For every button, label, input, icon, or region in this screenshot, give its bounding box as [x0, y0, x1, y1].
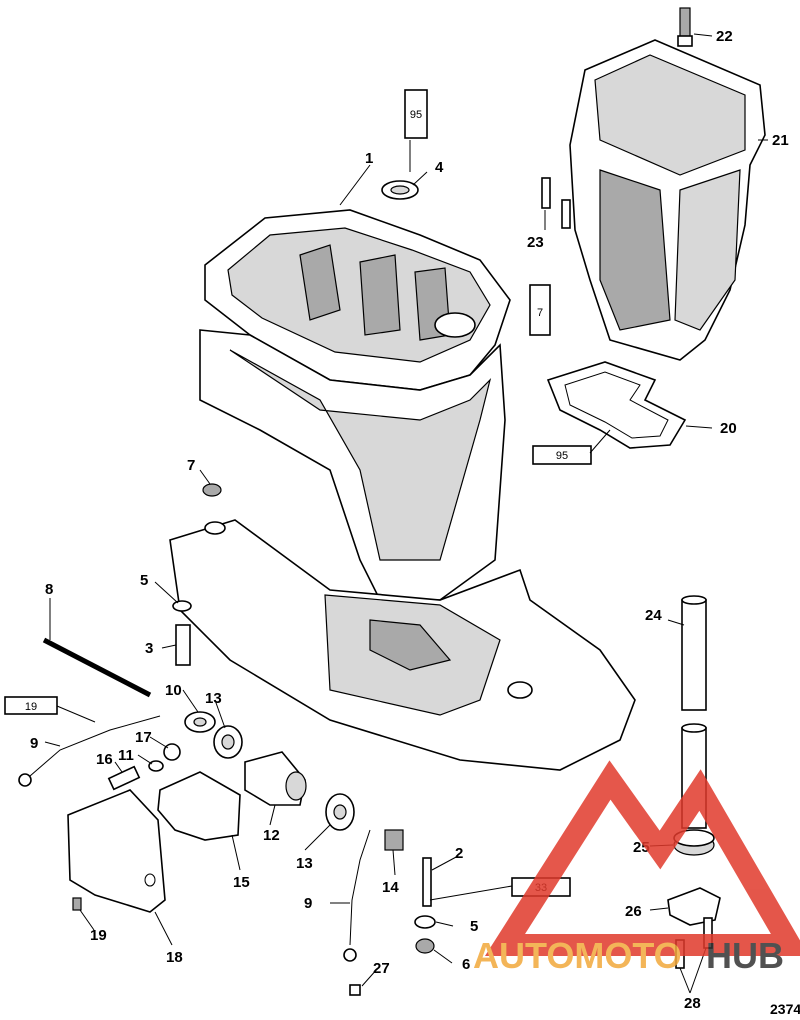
callout-15: 15: [233, 874, 250, 891]
watermark-triangle-icon: [484, 760, 800, 956]
callout-13b: 13: [296, 855, 313, 872]
callout-4: 4: [435, 159, 444, 176]
svg-text:AUTOMOTO: AUTOMOTO: [473, 935, 682, 976]
callout-26: 26: [625, 903, 642, 920]
callout-27: 27: [373, 960, 390, 977]
svg-text:95: 95: [556, 450, 568, 462]
callout-9a: 9: [30, 735, 38, 752]
gasket: [546, 361, 687, 449]
callout-21: 21: [772, 132, 789, 149]
callout-8: 8: [45, 581, 53, 598]
callouts: 1 4 22 21 23 20 7 8 5 3 10 13 9 17 11 16…: [30, 28, 789, 1012]
callout-17: 17: [135, 729, 152, 746]
callout-18: 18: [166, 949, 183, 966]
sealant-tube-95-mid: 95: [532, 445, 592, 465]
callout-11: 11: [118, 747, 134, 764]
callout-1: 1: [365, 150, 373, 167]
svg-text:95: 95: [410, 109, 422, 121]
sealant-tube-19: 19: [4, 696, 58, 715]
callout-20: 20: [720, 420, 737, 437]
callout-23: 23: [527, 234, 544, 251]
callout-13a: 13: [205, 690, 222, 707]
svg-text:HUB: HUB: [706, 935, 784, 976]
callout-3: 3: [145, 640, 153, 657]
figure-number: 2374: [770, 1001, 800, 1017]
watermark-logo: AUTOMOTO HUB: [473, 760, 800, 976]
callout-16: 16: [96, 751, 113, 768]
callout-7: 7: [187, 457, 195, 474]
callout-9b: 9: [304, 895, 312, 912]
callout-28: 28: [684, 995, 701, 1012]
sealant-tube-95-top: 95: [404, 89, 428, 139]
callout-10: 10: [165, 682, 182, 699]
svg-text:7: 7: [537, 307, 543, 319]
callout-24: 24: [645, 607, 662, 624]
callout-19: 19: [90, 927, 107, 944]
adapter-plate: [569, 39, 766, 361]
leader-lines: [44, 33, 768, 994]
callout-2: 2: [455, 845, 463, 862]
callout-22: 22: [716, 28, 733, 45]
small-parts: [18, 7, 721, 996]
callout-14: 14: [382, 879, 399, 896]
callout-5b: 5: [470, 918, 478, 935]
callout-12: 12: [263, 827, 280, 844]
sealant-tube-7: 7: [529, 284, 551, 336]
callout-6: 6: [462, 956, 470, 973]
callout-5a: 5: [140, 572, 148, 589]
svg-text:19: 19: [25, 701, 37, 713]
driveshaft-housing: [169, 209, 636, 771]
